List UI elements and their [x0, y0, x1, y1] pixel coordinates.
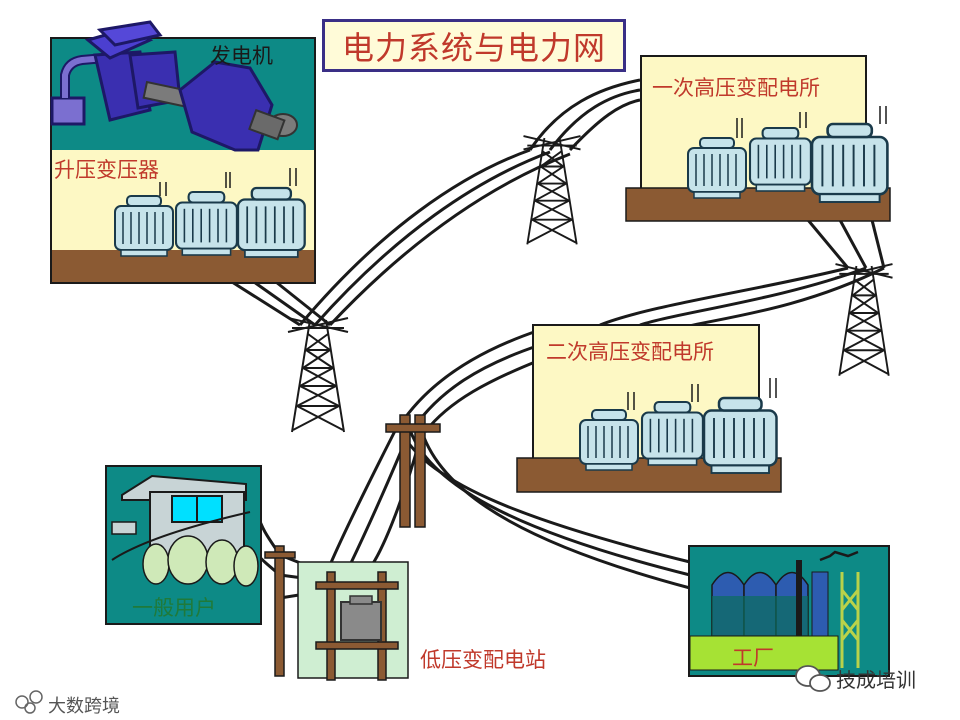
distribution-pole — [385, 414, 441, 528]
transmission-tower-2 — [522, 135, 582, 246]
household-pole — [264, 545, 296, 677]
secondary-hv-substation — [516, 324, 782, 493]
household — [105, 465, 262, 625]
primary-substation-label: 一次高压变配电所 — [652, 76, 820, 100]
step-up-transformer-label: 升压变压器 — [54, 158, 159, 182]
generator-icon — [50, 20, 298, 152]
transmission-lines — [231, 78, 886, 600]
low-voltage-station — [297, 561, 409, 681]
page-title: 电力系统与电力网 — [322, 19, 626, 72]
factory-label: 工厂 — [732, 646, 774, 670]
transmission-tower-3 — [834, 263, 894, 377]
step-up-transformers — [114, 168, 306, 259]
generator-station — [50, 20, 316, 284]
wechat-icon — [795, 665, 831, 692]
secondary-substation-label: 二次高压变配电所 — [546, 340, 714, 364]
right-watermark: 技成培训 — [836, 668, 916, 692]
household-label: 一般用户 — [132, 596, 216, 620]
generator-label: 发电机 — [210, 44, 273, 68]
transmission-tower-1 — [287, 317, 349, 433]
lv-station-label: 低压变配电站 — [420, 648, 546, 672]
left-watermark-logo-icon — [15, 690, 43, 714]
primary-hv-substation — [625, 55, 891, 222]
left-watermark: 大数跨境 — [48, 696, 120, 717]
factory — [688, 545, 890, 677]
